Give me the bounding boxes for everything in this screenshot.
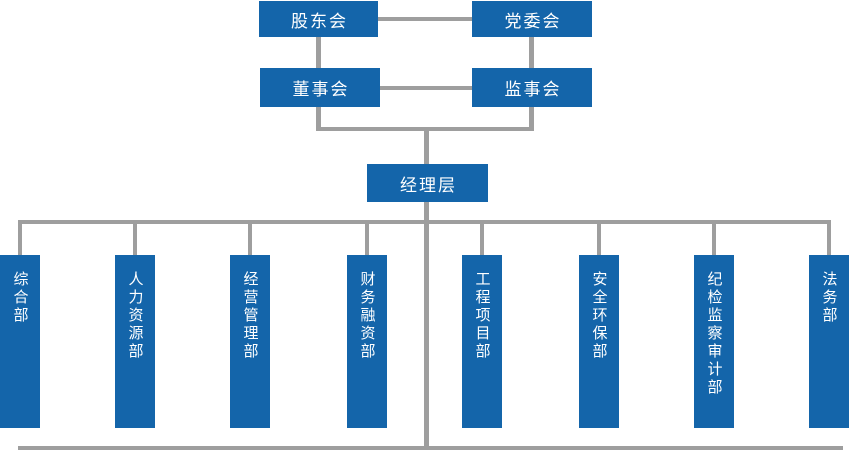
node-dept-finance: 财务融资部 bbox=[347, 255, 387, 428]
connector-shareholders-directors bbox=[316, 37, 321, 68]
node-party-committee: 党委会 bbox=[472, 1, 592, 37]
node-label: 经理层 bbox=[400, 175, 457, 195]
node-label: 安全环保部 bbox=[590, 271, 608, 361]
node-dept-safety-environment: 安全环保部 bbox=[579, 255, 619, 428]
node-dept-discipline-audit: 纪检监察审计部 bbox=[694, 255, 734, 428]
connector-directors-down bbox=[316, 107, 321, 131]
connector-stub-dept-5 bbox=[480, 224, 484, 255]
node-board-of-directors: 董事会 bbox=[260, 68, 380, 107]
connector-stub-dept-1 bbox=[18, 224, 22, 255]
connector-bracket-management bbox=[424, 131, 429, 164]
connector-stub-dept-8 bbox=[827, 224, 831, 255]
connector-stub-dept-3 bbox=[248, 224, 252, 255]
connector-stub-dept-7 bbox=[712, 224, 716, 255]
node-label: 纪检监察审计部 bbox=[705, 271, 723, 397]
node-label: 财务融资部 bbox=[358, 271, 376, 361]
node-label: 人力资源部 bbox=[126, 271, 144, 361]
node-dept-legal: 法务部 bbox=[809, 255, 849, 428]
node-label: 监事会 bbox=[504, 80, 562, 99]
node-supervisory-board: 监事会 bbox=[472, 68, 592, 107]
node-management-layer: 经理层 bbox=[367, 164, 488, 202]
connector-branch-horizontal bbox=[18, 220, 831, 224]
node-dept-engineering-projects: 工程项目部 bbox=[462, 255, 502, 428]
node-label: 股东会 bbox=[291, 11, 348, 31]
node-dept-general-affairs: 综合部 bbox=[0, 255, 40, 428]
node-label: 党委会 bbox=[504, 11, 562, 31]
connector-management-trunk bbox=[424, 202, 429, 450]
node-label: 经营管理部 bbox=[241, 271, 259, 361]
node-dept-human-resources: 人力资源部 bbox=[115, 255, 155, 428]
node-label: 工程项目部 bbox=[473, 271, 491, 361]
node-dept-operations-management: 经营管理部 bbox=[230, 255, 270, 428]
connector-stub-dept-4 bbox=[365, 224, 369, 255]
node-label: 董事会 bbox=[292, 80, 350, 99]
node-shareholders-meeting: 股东会 bbox=[259, 1, 378, 37]
connector-stub-dept-6 bbox=[597, 224, 601, 255]
connector-stub-dept-2 bbox=[133, 224, 137, 255]
node-label: 法务部 bbox=[820, 271, 838, 325]
connector-party-supervisory bbox=[529, 37, 534, 68]
connector-directors-supervisory bbox=[380, 86, 472, 90]
connector-shareholders-party bbox=[378, 17, 472, 21]
connector-bracket-horizontal bbox=[316, 127, 534, 131]
connector-bottom-horizontal bbox=[18, 446, 843, 450]
node-label: 综合部 bbox=[11, 271, 29, 325]
connector-supervisory-down bbox=[529, 107, 534, 131]
